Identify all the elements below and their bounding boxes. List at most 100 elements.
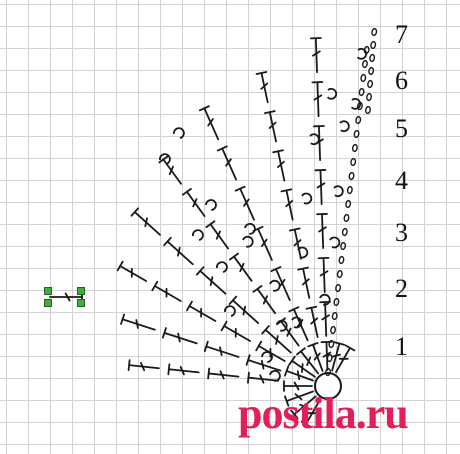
round1-stitch [284, 390, 314, 407]
fan-stitch [317, 257, 330, 293]
fan-stitch [263, 110, 277, 143]
fan-stitch [272, 149, 286, 182]
chain-stitch [330, 325, 336, 335]
chain-stitch [350, 157, 357, 167]
picot-hook [224, 305, 236, 317]
fan-stitch [313, 125, 325, 162]
chain-stitch [338, 255, 345, 265]
picot-hook [333, 185, 344, 198]
picot-hook [173, 127, 185, 139]
row-number-1: 1 [395, 332, 408, 361]
fan-stitch [309, 37, 322, 74]
picot-hook [261, 351, 273, 363]
row-number-2: 2 [395, 274, 408, 303]
fan-stitch [311, 81, 324, 118]
selection-handle-bottom-left[interactable] [44, 299, 52, 307]
fan-stitch [255, 340, 286, 362]
fan-stitch [186, 300, 217, 322]
fan-stitch [229, 252, 253, 282]
fan-stitch [195, 266, 227, 295]
fan-stitch [270, 266, 291, 302]
chain-stitch [340, 241, 347, 251]
fan-stitch [116, 260, 148, 282]
chain-stitch [348, 171, 355, 181]
chain-stitch [341, 227, 348, 237]
round1-stitch [283, 380, 313, 392]
fan-stitch [198, 105, 220, 141]
fan-stitch [127, 359, 160, 372]
picot-hook [309, 133, 320, 146]
fan-stitch [319, 300, 331, 337]
fan-stitch [163, 236, 194, 266]
fan-stitch [120, 313, 156, 331]
picot-hook [339, 120, 350, 133]
fan-stitch [220, 320, 251, 342]
chain-stitch [362, 59, 368, 69]
round1-stitch [284, 365, 314, 382]
picot-hook [329, 236, 341, 249]
chain-stitch [325, 367, 331, 377]
row-number-7: 7 [395, 20, 408, 49]
chain-stitch [365, 105, 371, 115]
chain-stitch [358, 87, 365, 97]
picot-hook [216, 261, 228, 273]
chain-stitch [346, 185, 353, 195]
row-number-3: 3 [395, 218, 408, 247]
fan-stitch [207, 367, 240, 380]
chain-stitch [370, 40, 377, 50]
picot-hook [319, 293, 331, 306]
fan-stitch [205, 220, 229, 250]
chain-stitch [360, 73, 367, 83]
fan-stitch [255, 71, 269, 104]
chain-stitch [335, 283, 342, 293]
chain-stitch [369, 53, 376, 63]
picot-hook [242, 235, 254, 248]
picot-hook [269, 279, 281, 292]
fan-stitch [316, 213, 328, 249]
fan-stitch [247, 371, 280, 384]
picot-hook [269, 369, 281, 382]
fan-stitch [288, 227, 302, 260]
round1-stitch [335, 344, 356, 374]
picot-hook [350, 97, 362, 110]
round1-stitch [307, 342, 324, 372]
fan-stitch [297, 266, 311, 299]
round1-stitch [300, 398, 321, 428]
row-number-6: 6 [395, 66, 408, 95]
fan-stitch [276, 317, 300, 347]
fan-stitch [216, 145, 237, 181]
chain-stitch [331, 311, 338, 321]
fan-stitch [280, 188, 294, 221]
fan-stitch [151, 280, 182, 302]
selection-handle-top-left[interactable] [44, 287, 52, 295]
fan-stitch [228, 295, 260, 325]
selection-handle-bottom-right[interactable] [77, 299, 85, 307]
fan-stitch [234, 185, 255, 221]
fan-stitch [181, 187, 206, 218]
fan-stitch [161, 327, 198, 345]
chain-stitch [345, 199, 352, 209]
chain-stitch [351, 143, 358, 153]
chain-stitch [371, 27, 378, 37]
row-number-5: 5 [395, 114, 408, 143]
chain-stitch [356, 101, 363, 111]
fan-stitch [203, 340, 240, 358]
fan-stitch [261, 325, 292, 354]
fan-stitch [245, 354, 282, 372]
chain-stitch [363, 45, 370, 55]
chain-stitch [367, 79, 374, 89]
fan-stitch [305, 305, 319, 338]
chain-stitch [336, 269, 343, 279]
chain-stitch [343, 213, 350, 223]
fan-stitch [314, 169, 327, 206]
picot-hook [192, 229, 204, 241]
selection-handle-top-right[interactable] [77, 287, 85, 295]
chain-stitch [333, 297, 340, 307]
chain-stitch [353, 129, 360, 139]
round1-stitch [296, 347, 320, 375]
round1-stitch [288, 355, 316, 378]
chain-stitch [326, 353, 333, 363]
fan-stitch [167, 363, 200, 376]
picot-hook [326, 87, 338, 100]
